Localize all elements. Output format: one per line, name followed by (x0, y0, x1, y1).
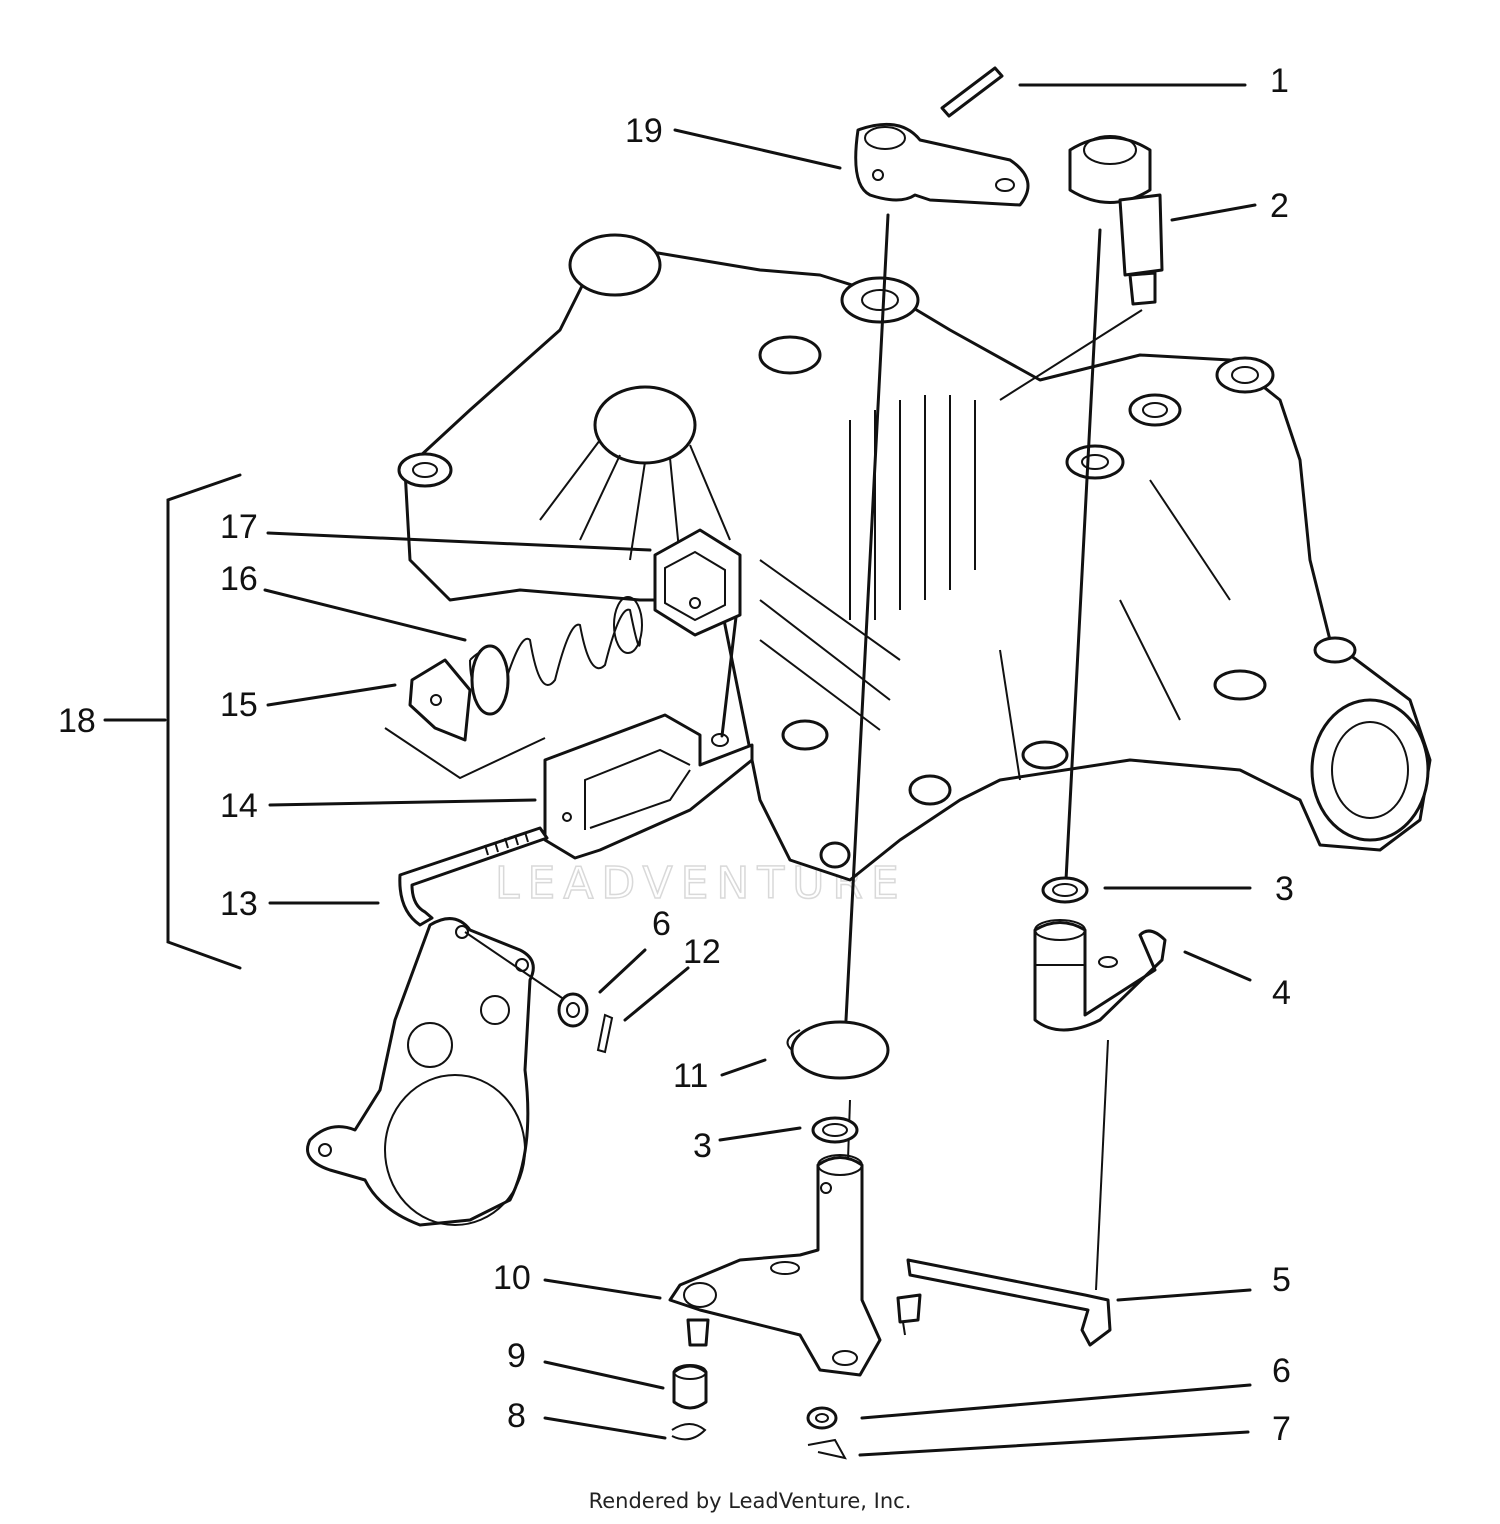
seal-washer-lower (811, 1116, 859, 1144)
callout-3: 3 (1275, 870, 1294, 908)
clip-pin (596, 1013, 614, 1054)
e-clip (671, 1423, 707, 1441)
collar-block (1068, 135, 1164, 306)
transmission-housing (397, 233, 1432, 882)
callout-17: 17 (220, 508, 258, 546)
roll-pin (940, 66, 1004, 118)
retaining-clip (807, 1438, 847, 1460)
callout-2: 2 (1270, 187, 1289, 225)
callout-14: 14 (220, 787, 258, 825)
seal-washer-upper (1041, 876, 1089, 904)
callout-19: 19 (625, 112, 663, 150)
footer-credit: Rendered by LeadVenture, Inc. (589, 1489, 912, 1513)
lever-plate (306, 917, 535, 1227)
bracket (543, 713, 754, 860)
bushing (672, 1364, 708, 1410)
leader-lines (103, 83, 1257, 1457)
spring (469, 596, 643, 716)
callout-labels: 1 2 3 4 5 6 7 3 6 8 9 10 11 12 13 14 15 … (58, 62, 1294, 1448)
callout-1: 1 (1270, 62, 1289, 100)
control-arm (854, 122, 1030, 207)
shaft-arm-lower (668, 1154, 882, 1377)
spring-seat (384, 658, 546, 780)
callout-15: 15 (220, 686, 258, 724)
shaft-arm-upper (1033, 919, 1167, 1032)
washer-upper (557, 992, 589, 1028)
callout-12: 12 (683, 933, 721, 971)
callout-6-upper: 6 (652, 905, 671, 943)
callout-9: 9 (507, 1337, 526, 1375)
callout-5: 5 (1272, 1261, 1291, 1299)
check-block (653, 528, 742, 637)
callout-13: 13 (220, 885, 258, 923)
callout-11: 11 (673, 1057, 708, 1095)
assembly-bracket (166, 473, 242, 970)
callout-18: 18 (58, 702, 96, 740)
callout-16: 16 (220, 560, 258, 598)
washer-lower (806, 1406, 838, 1430)
callout-10: 10 (493, 1259, 531, 1297)
callout-6: 6 (1272, 1352, 1291, 1390)
callout-7: 7 (1272, 1410, 1291, 1448)
o-ring (786, 1020, 890, 1080)
threaded-rod (398, 826, 549, 927)
callout-8: 8 (507, 1397, 526, 1435)
callout-4: 4 (1272, 974, 1291, 1012)
link-rod (896, 1258, 1112, 1347)
callout-3-lower: 3 (693, 1127, 712, 1165)
